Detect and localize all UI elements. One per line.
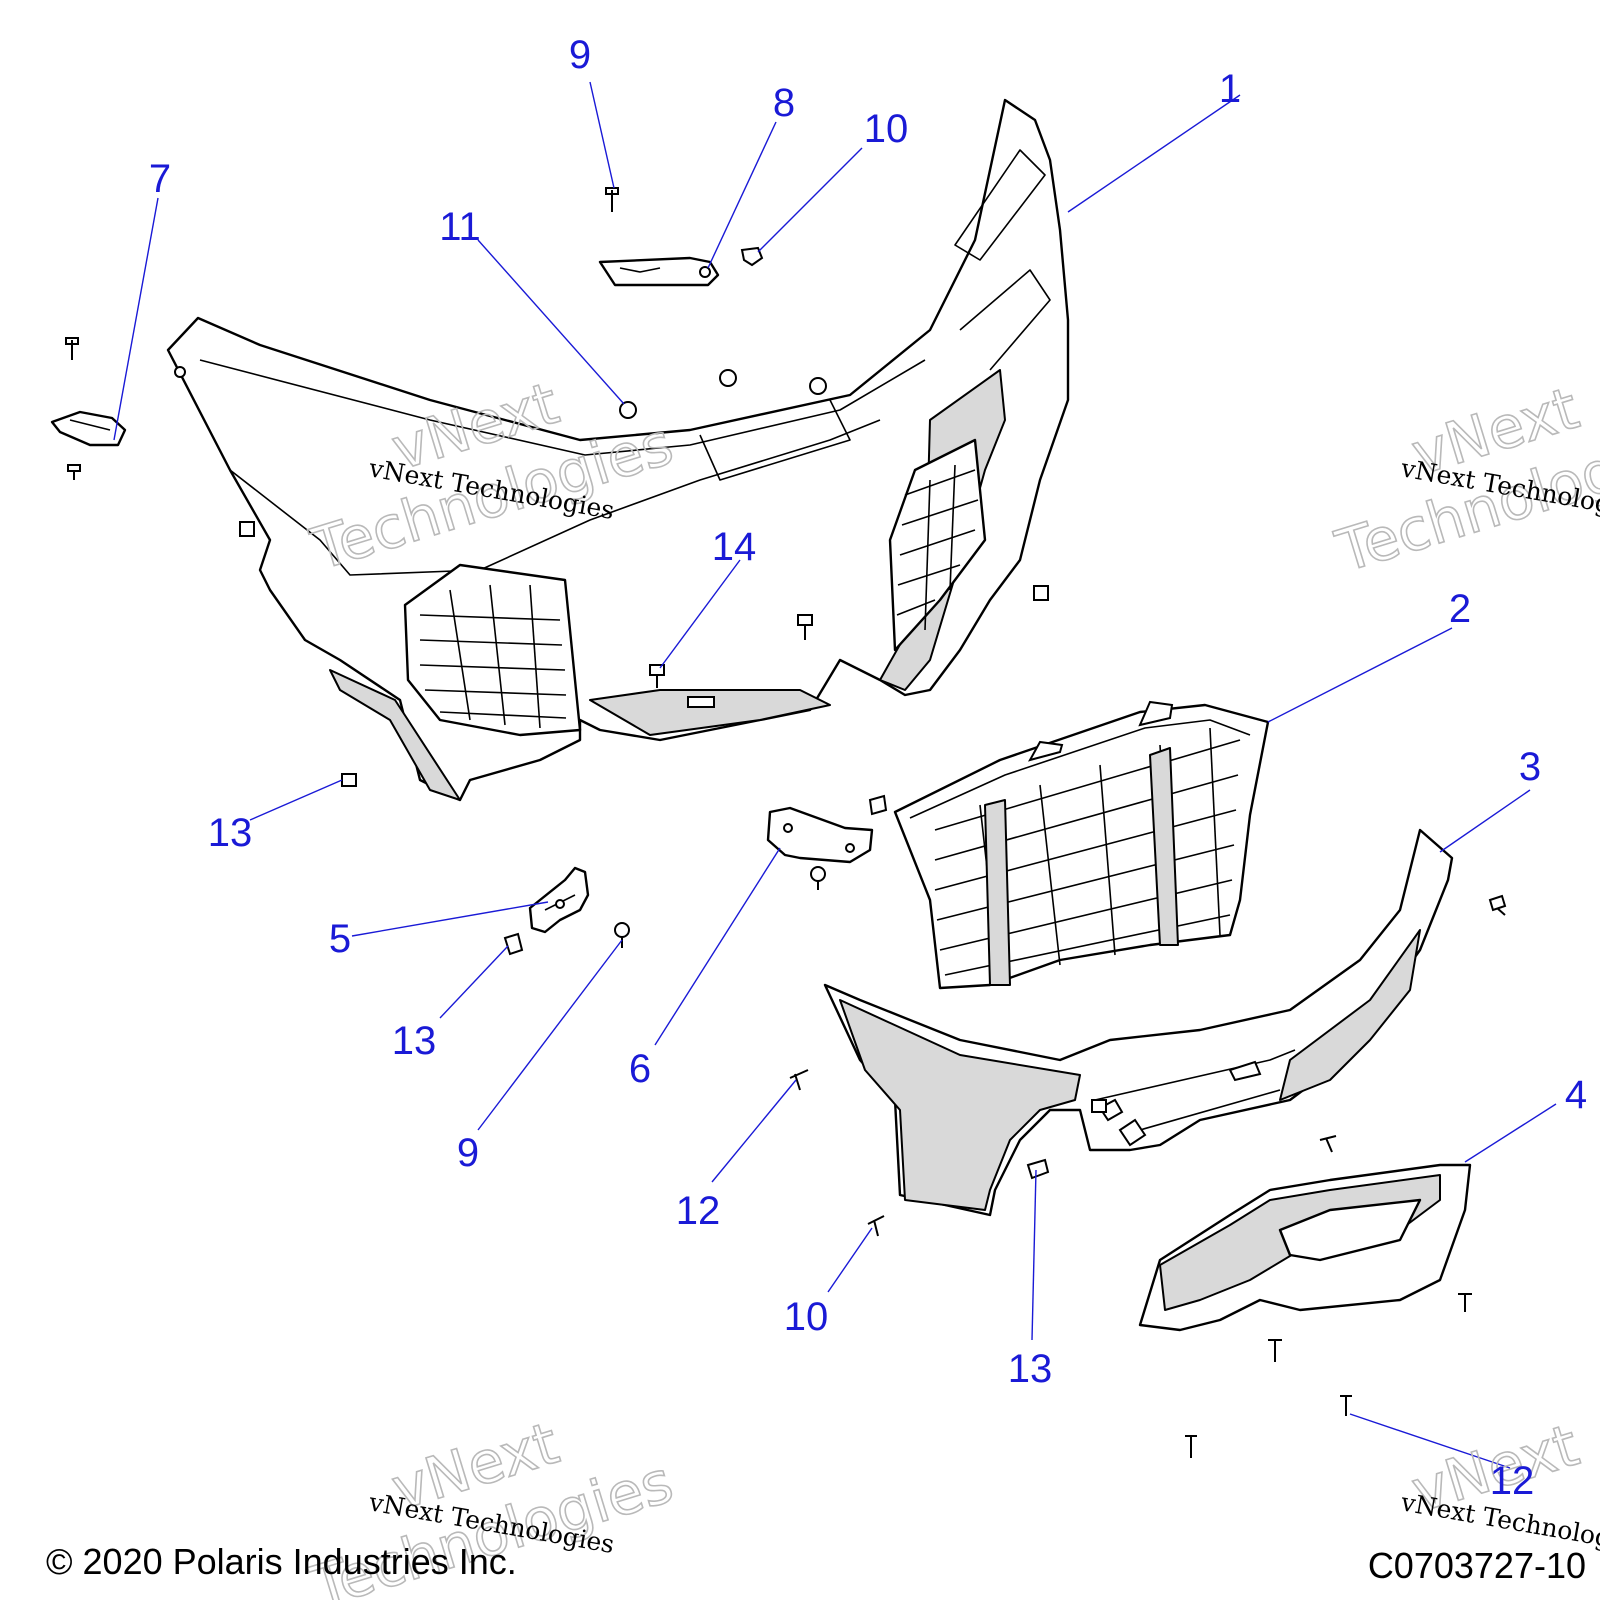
clip-13-right-top: [1033, 585, 1049, 601]
callout-13b: 13: [392, 1019, 437, 1063]
callout-9b: 9: [457, 1131, 479, 1175]
screw-7-top: [65, 337, 79, 360]
part-8-cover-plate: [598, 256, 720, 287]
callout-4: 4: [1565, 1073, 1587, 1117]
callout-3: 3: [1519, 745, 1541, 789]
screw-right-a: [1488, 894, 1507, 916]
clip-13-a: [341, 773, 357, 787]
callout-7: 7: [149, 157, 171, 201]
callouts: 1 2 3 4 5 6 7 8 9 10 11 14 13 13 9 12 10…: [149, 33, 1587, 1503]
callout-1: 1: [1219, 67, 1241, 111]
screw-6: [810, 866, 826, 890]
pin-10-lower: [867, 1215, 885, 1237]
part-7-clip-plate: [50, 410, 127, 447]
callout-8: 8: [773, 81, 795, 125]
fasteners: [65, 187, 1507, 1458]
callout-14: 14: [712, 525, 757, 569]
part-1-front-fascia: [166, 98, 1070, 802]
clip-13-grille: [868, 794, 888, 816]
clip-13-b: [503, 932, 524, 956]
drawing-number: C0703727-10: [1368, 1545, 1586, 1586]
leader-lines: [113, 81, 1557, 1469]
screw-bottom-c: [1340, 1395, 1352, 1416]
copyright-text: © 2020 Polaris Industries Inc.: [46, 1541, 517, 1582]
screw-9-top: [605, 187, 619, 212]
callout-11: 11: [439, 205, 481, 249]
callout-10a: 10: [864, 107, 909, 151]
screw-bottom-b: [1268, 1339, 1282, 1362]
part-4-lower-guard: [1138, 1163, 1472, 1332]
part-3-lower-fascia: [823, 828, 1454, 1217]
screw-bottom-a: [1458, 1293, 1472, 1312]
callout-6: 6: [629, 1047, 651, 1091]
callout-9a: 9: [569, 33, 591, 77]
callout-2: 2: [1449, 587, 1471, 631]
grommet-a: [719, 369, 737, 387]
clip-13-left-top: [239, 521, 255, 537]
screw-9-lower: [614, 922, 630, 948]
part-6-mounting-bracket: [766, 806, 874, 864]
callout-12a: 12: [676, 1189, 721, 1233]
screw-7-bottom: [67, 464, 81, 480]
callout-13c: 13: [1008, 1347, 1053, 1391]
callout-13a: 13: [208, 811, 253, 855]
pin-center: [797, 614, 813, 640]
screw-bottom-d: [1185, 1435, 1197, 1458]
callout-5: 5: [329, 917, 351, 961]
clip-13-c: [1026, 1158, 1050, 1180]
callout-10b: 10: [784, 1295, 829, 1339]
grommet-b: [809, 377, 827, 395]
part-5-bracket: [528, 866, 590, 934]
callout-12b: 12: [1490, 1459, 1535, 1503]
pin-12-a: [789, 1069, 809, 1091]
nut-11: [619, 401, 637, 419]
pin-14: [649, 664, 665, 688]
part-2-grille: [893, 700, 1270, 990]
clip-10-top: [740, 246, 764, 267]
screw-right-b: [1319, 1135, 1337, 1153]
